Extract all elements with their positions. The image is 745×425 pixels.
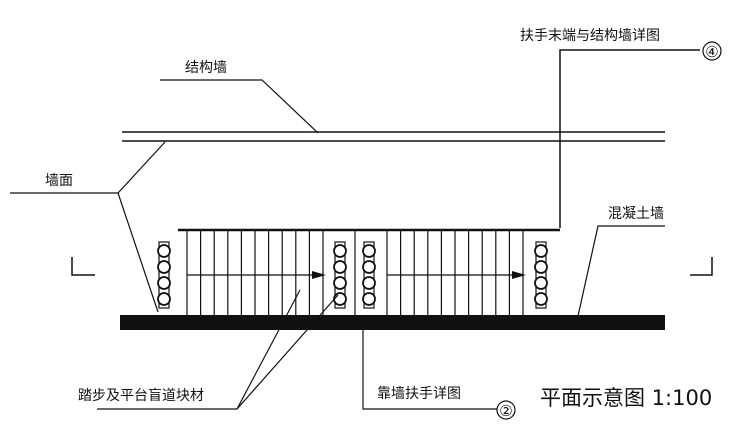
detail-ref-circle-2 bbox=[496, 400, 516, 420]
stair-treads bbox=[186, 231, 524, 316]
tactile-dot bbox=[534, 260, 548, 274]
wall-handrail-label: 靠墙扶手详图 bbox=[377, 386, 461, 402]
tactile-dot bbox=[157, 292, 171, 306]
structural-wall-label: 结构墙 bbox=[185, 60, 227, 76]
concrete-wall-label: 混凝土墙 bbox=[608, 206, 664, 222]
wall-handrail-ref: ② bbox=[499, 402, 512, 420]
tactile-block bbox=[534, 241, 548, 309]
arrow-head-icon bbox=[312, 271, 326, 279]
handrail-end-leader: 扶手末端与结构墙详图 ④ bbox=[520, 28, 722, 228]
section-mark-right bbox=[690, 257, 713, 276]
floor-slab bbox=[120, 315, 665, 330]
tactile-dot bbox=[333, 276, 347, 290]
tactile-blocks-label: 踏步及平台盲道块材 bbox=[78, 387, 204, 404]
tactile-block bbox=[157, 241, 171, 309]
wall-handrail-leader: 靠墙扶手详图 ② bbox=[362, 330, 516, 420]
tactile-dot bbox=[362, 276, 376, 290]
structural-wall bbox=[122, 131, 665, 142]
concrete-wall-leader: 混凝土墙 bbox=[577, 206, 665, 317]
wall-face-leader: 墙面 bbox=[10, 141, 166, 313]
tactile-dot bbox=[157, 276, 171, 290]
tactile-dot bbox=[362, 244, 376, 258]
tactile-blocks bbox=[157, 241, 548, 309]
tactile-dot bbox=[157, 244, 171, 258]
tactile-dot bbox=[362, 292, 376, 306]
tactile-dot bbox=[534, 292, 548, 306]
arrow-head-icon bbox=[512, 271, 526, 279]
drawing-title: 平面示意图 1:100 bbox=[540, 386, 712, 410]
tactile-dot bbox=[333, 292, 347, 306]
tactile-dot bbox=[157, 260, 171, 274]
direction-arrows bbox=[187, 271, 526, 279]
wall-face-label: 墙面 bbox=[45, 173, 73, 189]
tactile-block bbox=[362, 241, 376, 309]
detail-ref-circle-4 bbox=[702, 41, 722, 61]
tactile-dot bbox=[333, 260, 347, 274]
handrail-end-ref: ④ bbox=[705, 43, 718, 61]
structural-wall-leader: 结构墙 bbox=[160, 60, 319, 134]
tactile-dot bbox=[534, 244, 548, 258]
tactile-dot bbox=[534, 276, 548, 290]
tactile-blocks-leader: 踏步及平台盲道块材 bbox=[78, 289, 339, 410]
tactile-dot bbox=[362, 260, 376, 274]
handrail-end-label: 扶手末端与结构墙详图 bbox=[520, 28, 660, 44]
tactile-dot bbox=[333, 244, 347, 258]
section-mark-left bbox=[71, 257, 95, 276]
